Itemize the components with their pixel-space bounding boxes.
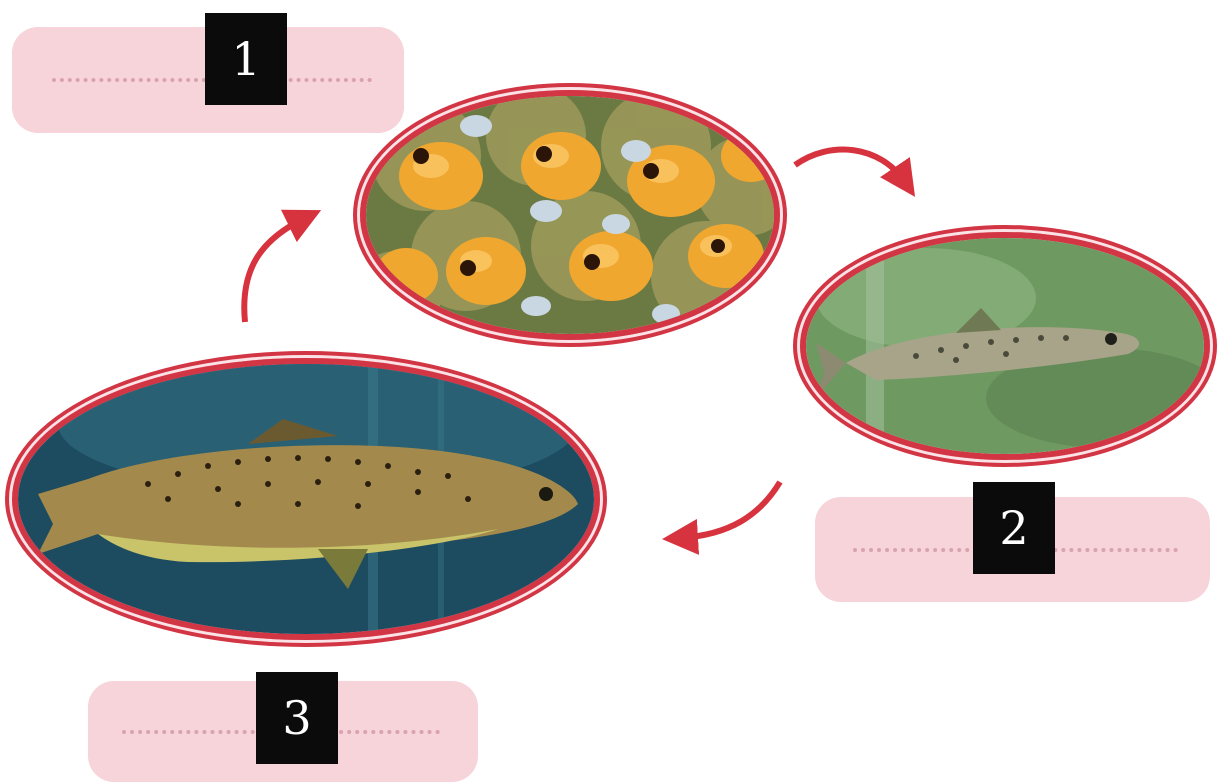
arrow-juvenile-to-adult [680, 482, 780, 538]
arrow-eggs-to-juvenile [795, 150, 905, 182]
arrow-adult-to-eggs [244, 218, 305, 322]
